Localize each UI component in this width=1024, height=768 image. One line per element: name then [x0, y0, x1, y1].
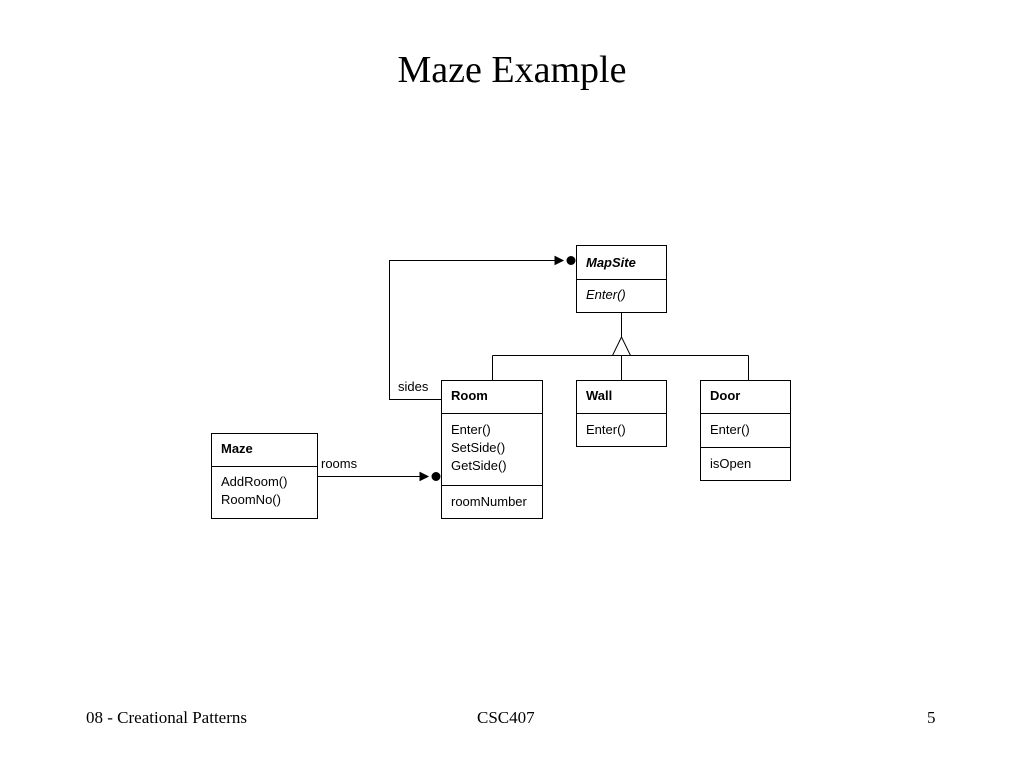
wall-method-enter: Enter() [586, 422, 626, 437]
rooms-arrowhead [419, 471, 430, 482]
maze-method-addroom: AddRoom() [221, 474, 287, 489]
sides-multiplicity-dot [566, 256, 576, 265]
rooms-multiplicity-dot [431, 472, 441, 481]
room-method-setside: SetSide() [451, 440, 505, 455]
slide-title: Maze Example [397, 49, 627, 91]
door-class-name: Door [710, 388, 740, 403]
room-class-name: Room [451, 388, 488, 403]
door-class-box [700, 380, 791, 481]
rooms-association-label: rooms [321, 456, 358, 471]
room-method-getside: GetSide() [451, 458, 507, 473]
room-attribute-roomnumber: roomNumber [451, 494, 528, 509]
footer-page-number: 5 [927, 708, 936, 727]
mapsite-method-enter: Enter() [586, 287, 626, 302]
maze-class-name: Maze [221, 441, 253, 456]
wall-class-name: Wall [586, 388, 612, 403]
inheritance-triangle [611, 335, 632, 356]
door-attribute-isopen: isOpen [710, 456, 751, 471]
maze-method-roomno: RoomNo() [221, 492, 281, 507]
mapsite-class-name: MapSite [586, 255, 636, 270]
footer-course-section: 08 - Creational Patterns [86, 708, 247, 727]
sides-association-line [389, 260, 555, 400]
sides-arrowhead [554, 255, 565, 266]
footer-course-code: CSC407 [477, 708, 535, 727]
room-method-enter: Enter() [451, 422, 491, 437]
sides-association-label: sides [398, 379, 429, 394]
door-method-enter: Enter() [710, 422, 750, 437]
